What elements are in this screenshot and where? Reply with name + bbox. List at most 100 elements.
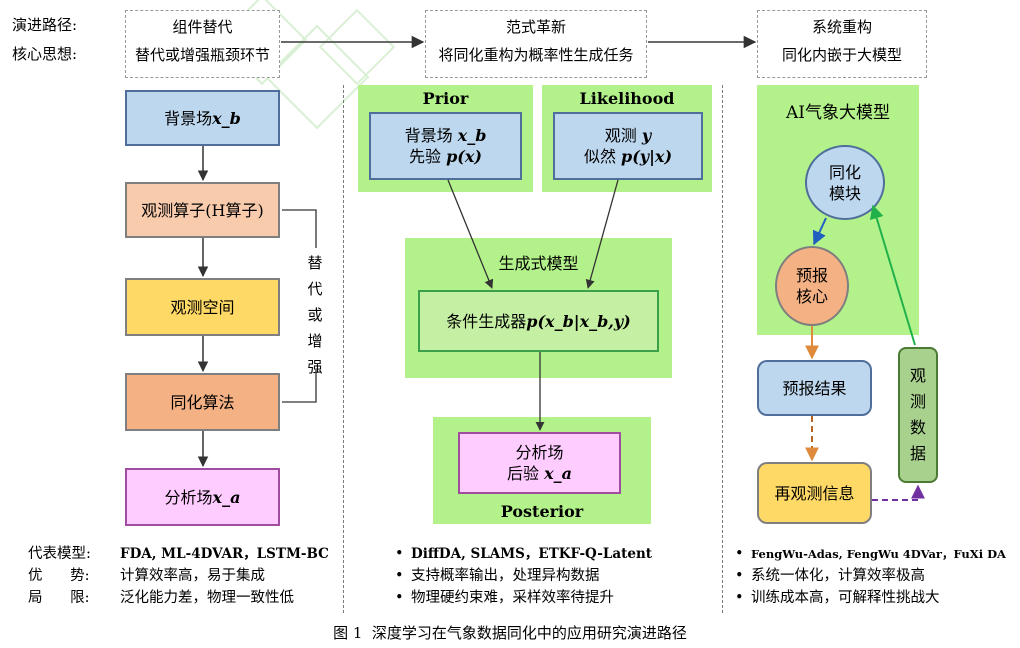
obs-operator-node: 观测算子(H算子)	[125, 182, 280, 238]
replace-or-enhance-label: 替 代 或 增 强	[305, 250, 325, 380]
bullet-icon: •	[395, 590, 404, 606]
xa-var: x_a	[212, 487, 241, 507]
background-field-node: 背景场 x_b	[125, 90, 280, 146]
forecast-core-line2: 核心	[795, 287, 828, 306]
prior-line2: 先验	[409, 147, 447, 166]
analysis-field-label: 分析场	[164, 487, 213, 507]
forecast-result-label: 预报结果	[782, 378, 847, 398]
assim-to-core-arrow	[812, 217, 827, 246]
bullet-icon: •	[395, 568, 404, 584]
forecast-core-node: 预报 核心	[775, 246, 849, 326]
reobs-node: 再观测信息	[757, 462, 872, 524]
footer-row: • 物理硬约束难，采样效率待提升	[395, 587, 715, 609]
likelihood-title: Likelihood	[579, 89, 675, 108]
footer-label: 代表模型:	[28, 546, 91, 562]
side-char: 代	[307, 280, 323, 298]
bullet-icon: •	[395, 546, 404, 562]
obs-data-char: 数	[909, 418, 926, 437]
col1-footer: 代表模型: FDA, ML-4DVAR，LSTM-BC 优 势: 计算效率高，易于集…	[28, 543, 348, 609]
stage-2-title: 范式革新	[505, 18, 566, 36]
obs-data-char: 测	[909, 392, 926, 411]
footer-row: 代表模型: FDA, ML-4DVAR，LSTM-BC	[28, 543, 348, 565]
likelihood-node: 观测 y 似然 p(y|x)	[553, 112, 703, 180]
obs-data-char: 观	[909, 366, 926, 385]
side-char: 或	[307, 306, 323, 324]
obs-data-node: 观 测 数 据	[898, 347, 938, 483]
prior-line1: 背景场	[404, 126, 458, 145]
background-field-label: 背景场	[164, 108, 213, 128]
assim-algorithm-label: 同化算法	[170, 392, 235, 412]
lik-var2: p(y|x)	[621, 147, 673, 166]
lik-line2: 似然	[583, 147, 622, 166]
replace-bracket	[282, 209, 317, 403]
bullet-icon: •	[735, 590, 744, 606]
prior-title: Prior	[422, 89, 469, 108]
column-divider-1	[343, 85, 344, 613]
posterior-node: 分析场 后验 x_a	[458, 432, 621, 494]
stage-3-box: 系统重构 同化内嵌于大模型	[757, 10, 927, 78]
assim-algorithm-node: 同化算法	[125, 373, 280, 431]
reobs-label: 再观测信息	[774, 483, 855, 503]
assim-module-line1: 同化	[828, 162, 861, 182]
footer-value: 支持概率输出，处理异构数据	[411, 568, 600, 584]
stage-3-title: 系统重构	[811, 18, 872, 36]
footer-value: 泛化能力差，物理一致性低	[120, 590, 294, 606]
footer-value: 计算效率高，易于集成	[120, 568, 265, 584]
footer-value: 系统一体化，计算效率极高	[751, 568, 925, 584]
footer-value: FengWu-Adas, FengWu 4DVar，FuXi DA	[751, 547, 1006, 561]
generative-model-title: 生成式模型	[498, 254, 579, 273]
posterior-var: x_a	[544, 464, 572, 483]
generator-var: p(x_b|x_b,y)	[526, 311, 631, 331]
col2-footer: • DiffDA, SLAMS，ETKF-Q-Latent • 支持概率输出，处理异…	[395, 543, 715, 609]
footer-row: • DiffDA, SLAMS，ETKF-Q-Latent	[395, 543, 715, 565]
obs-space-label: 观测空间	[170, 297, 235, 317]
posterior-line2: 后验	[507, 464, 545, 483]
prior-var2: p(x)	[446, 147, 482, 166]
footer-value: 训练成本高，可解释性挑战大	[751, 590, 940, 606]
side-char: 增	[307, 332, 323, 350]
col3-footer: • FengWu-Adas, FengWu 4DVar，FuXi DA • 系统一体…	[735, 543, 1015, 609]
stage-2-subtitle: 将同化重构为概率性生成任务	[438, 46, 634, 64]
side-char: 替	[307, 254, 323, 272]
stage-2-box: 范式革新 将同化重构为概率性生成任务	[425, 10, 647, 78]
reobs-to-obsdata-arrow	[872, 484, 925, 501]
footer-value: FDA, ML-4DVAR，LSTM-BC	[120, 546, 329, 562]
stage-1-subtitle: 替代或增强瓶颈环节	[134, 46, 270, 64]
prior-to-generator-arrow	[447, 179, 494, 289]
assim-module-node: 同化 模块	[805, 145, 885, 220]
generator-label: 条件生成器	[446, 311, 527, 331]
footer-row: • 系统一体化，计算效率极高	[735, 565, 1015, 587]
bullet-icon: •	[735, 546, 744, 562]
lik-line1: 观测	[604, 126, 642, 145]
obs-space-node: 观测空间	[125, 278, 280, 336]
footer-row: • FengWu-Adas, FengWu 4DVar，FuXi DA	[735, 543, 1015, 565]
footer-label: 优 势:	[28, 568, 90, 584]
stage-1-title: 组件替代	[172, 18, 233, 36]
obsdata-to-assim-arrow	[869, 204, 916, 346]
footer-row: • 支持概率输出，处理异构数据	[395, 565, 715, 587]
forecast-core-line1: 预报	[795, 266, 828, 285]
prior-node: 背景场 x_b 先验 p(x)	[369, 112, 522, 180]
footer-value: 物理硬约束难，采样效率待提升	[411, 590, 614, 606]
lik-var1: y	[641, 126, 652, 145]
stage-1-box: 组件替代 替代或增强瓶颈环节	[125, 10, 280, 78]
prior-var1: x_b	[457, 126, 487, 145]
column-divider-2	[722, 85, 723, 613]
obs-operator-label: 观测算子(H算子)	[141, 200, 264, 220]
assim-module-line2: 模块	[828, 183, 861, 203]
figure-caption: 图 1 深度学习在气象数据同化中的应用研究演进路径	[333, 624, 687, 642]
xb-var: x_b	[212, 108, 241, 128]
forecast-result-node: 预报结果	[757, 360, 872, 416]
obs-data-char: 据	[909, 444, 926, 463]
posterior-line1: 分析场	[515, 443, 564, 462]
path-label: 演进路径:	[12, 16, 78, 34]
footer-row: • 训练成本高，可解释性挑战大	[735, 587, 1015, 609]
bullet-icon: •	[735, 568, 744, 584]
stage-3-subtitle: 同化内嵌于大模型	[781, 46, 902, 64]
footer-value: DiffDA, SLAMS，ETKF-Q-Latent	[411, 546, 653, 562]
ai-model-title: AI气象大模型	[786, 103, 890, 123]
likelihood-to-generator-arrow	[585, 179, 619, 289]
